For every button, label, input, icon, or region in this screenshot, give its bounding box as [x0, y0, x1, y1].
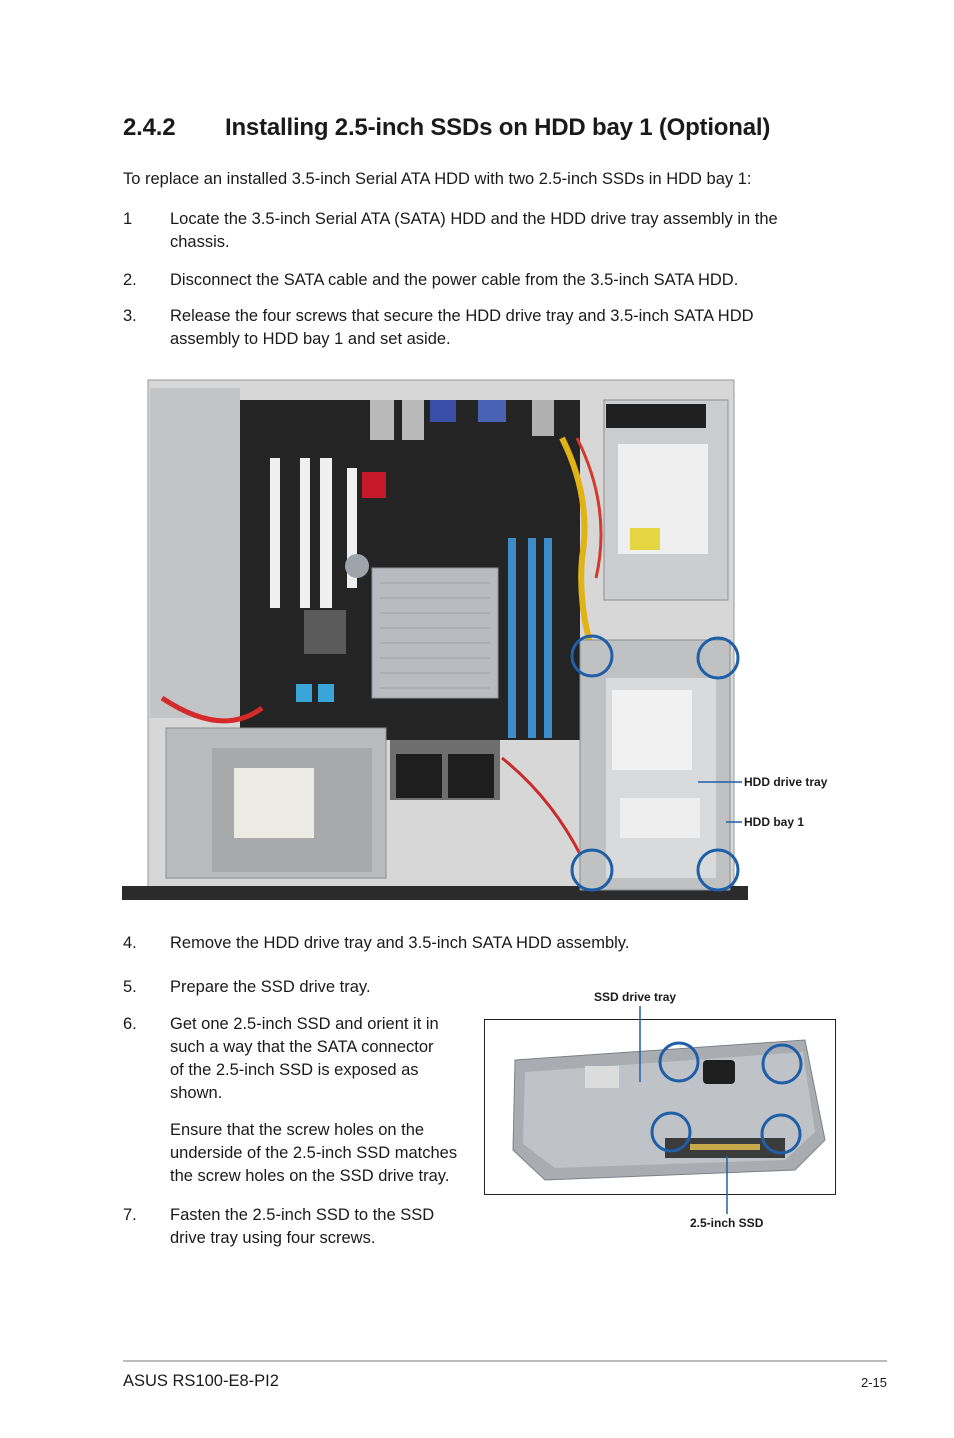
- fan: [448, 754, 494, 798]
- cable: [501, 756, 584, 859]
- ssd-drive-tray-label: SSD drive tray: [594, 990, 677, 1004]
- footer-product: ASUS RS100-E8-PI2: [123, 1372, 279, 1390]
- step-line: Disconnect the SATA cable and the power …: [170, 271, 739, 289]
- intro-paragraph: To replace an installed 3.5-inch Serial …: [123, 170, 752, 188]
- section-number: 2.4.2: [123, 114, 176, 141]
- note-line: Ensure that the screw holes on the: [170, 1121, 425, 1139]
- pcie-slot: [270, 458, 280, 608]
- hdd-bay-1-label: HDD bay 1: [744, 815, 805, 829]
- hdd-drive-tray-label: HDD drive tray: [744, 775, 828, 789]
- hdd-label: [612, 690, 692, 770]
- io-port: [402, 400, 424, 440]
- pcie-slot: [320, 458, 332, 608]
- step-text: Disconnect the SATA cable and the power …: [170, 269, 870, 292]
- step-line: Prepare the SSD drive tray.: [170, 978, 371, 996]
- step-line: Locate the 3.5-inch Serial ATA (SATA) HD…: [170, 210, 778, 228]
- ssd-tray-illustration: [512, 1039, 826, 1181]
- io-port: [532, 400, 554, 436]
- step-line: shown.: [170, 1084, 223, 1102]
- note-line: the screw holes on the SSD drive tray.: [170, 1167, 450, 1185]
- page-number: 2-15: [860, 1375, 887, 1390]
- step-number: 1: [123, 210, 133, 228]
- dimm-slot: [528, 538, 536, 738]
- step-6-note: Ensure that the screw holes on the under…: [170, 1119, 490, 1188]
- psu-fan-grille: [606, 404, 706, 428]
- drive-label: [234, 768, 314, 838]
- dimm-slot: [508, 538, 516, 738]
- tray-cutout: [585, 1066, 619, 1088]
- screw-callout-circle: [570, 634, 614, 678]
- dimm-slot: [544, 538, 552, 738]
- step-line: drive tray using four screws.: [170, 1229, 376, 1247]
- io-port: [370, 400, 394, 440]
- cpu-heatsink: [371, 567, 499, 699]
- section-title: Installing 2.5-inch SSDs on HDD bay 1 (O…: [225, 114, 771, 141]
- step-text: Locate the 3.5-inch Serial ATA (SATA) HD…: [170, 208, 870, 254]
- step-line: chassis.: [170, 233, 230, 251]
- screw-callout-circle: [696, 636, 740, 680]
- battery: [345, 554, 369, 578]
- step-line: Release the four screws that secure the …: [170, 307, 754, 325]
- pcie-slot: [347, 468, 357, 588]
- screw-callout-circle: [761, 1043, 803, 1085]
- step-text: Remove the HDD drive tray and 3.5-inch S…: [170, 932, 870, 955]
- chip: [362, 472, 386, 498]
- screw-callout-circle: [658, 1041, 700, 1083]
- hdd-label: [620, 798, 700, 838]
- sata-connector: [318, 684, 334, 702]
- sata-cable: [160, 695, 264, 724]
- note-line: underside of the 2.5-inch SSD matches: [170, 1144, 458, 1162]
- serial-port: [478, 400, 506, 422]
- step-number: 2.: [123, 271, 137, 289]
- sata-connector: [690, 1144, 760, 1150]
- section-heading: 2.4.2 Installing 2.5-inch SSDs on HDD bay…: [123, 114, 770, 142]
- step-text: Prepare the SSD drive tray.: [170, 976, 490, 999]
- step-line: assembly to HDD bay 1 and set aside.: [170, 330, 451, 348]
- step-line: Get one 2.5-inch SSD and orient it in: [170, 1015, 439, 1033]
- step-number: 6.: [123, 1015, 137, 1033]
- ssd-leader: [726, 1156, 728, 1214]
- ssd-label: 2.5-inch SSD: [690, 1216, 764, 1230]
- step-line: of the 2.5-inch SSD is exposed as: [170, 1061, 419, 1079]
- step-line: Fasten the 2.5-inch SSD to the SSD: [170, 1206, 435, 1224]
- vga-port: [430, 400, 456, 422]
- footer-divider: [123, 1360, 887, 1362]
- step-line: Remove the HDD drive tray and 3.5-inch S…: [170, 934, 630, 952]
- chipset-heatsink: [304, 610, 346, 654]
- screw-callout-circle: [650, 1111, 692, 1153]
- step-text: Release the four screws that secure the …: [170, 305, 870, 351]
- pcie-slot: [300, 458, 310, 608]
- step-text: Fasten the 2.5-inch SSD to the SSD drive…: [170, 1204, 490, 1250]
- chassis-illustration: [122, 379, 748, 900]
- power-cable: [575, 437, 603, 579]
- step-number: 3.: [123, 307, 137, 325]
- step-text: Get one 2.5-inch SSD and orient it in su…: [170, 1013, 490, 1105]
- sata-connector: [296, 684, 312, 702]
- fan: [396, 754, 442, 798]
- tray-cutout: [703, 1060, 735, 1084]
- step-number: 5.: [123, 978, 137, 996]
- ssd-tray-figure: [484, 1019, 836, 1195]
- screw-callout-circle: [570, 848, 614, 892]
- step-number: 7.: [123, 1206, 137, 1224]
- warning-label: [630, 528, 660, 550]
- step-number: 4.: [123, 934, 137, 952]
- chassis-side-wall: [150, 388, 240, 718]
- step-line: such a way that the SATA connector: [170, 1038, 434, 1056]
- screw-callout-circle: [760, 1113, 802, 1155]
- screw-callout-circle: [696, 848, 740, 892]
- ssd-drive-tray-leader: [639, 1006, 641, 1082]
- chassis-figure: [122, 378, 842, 903]
